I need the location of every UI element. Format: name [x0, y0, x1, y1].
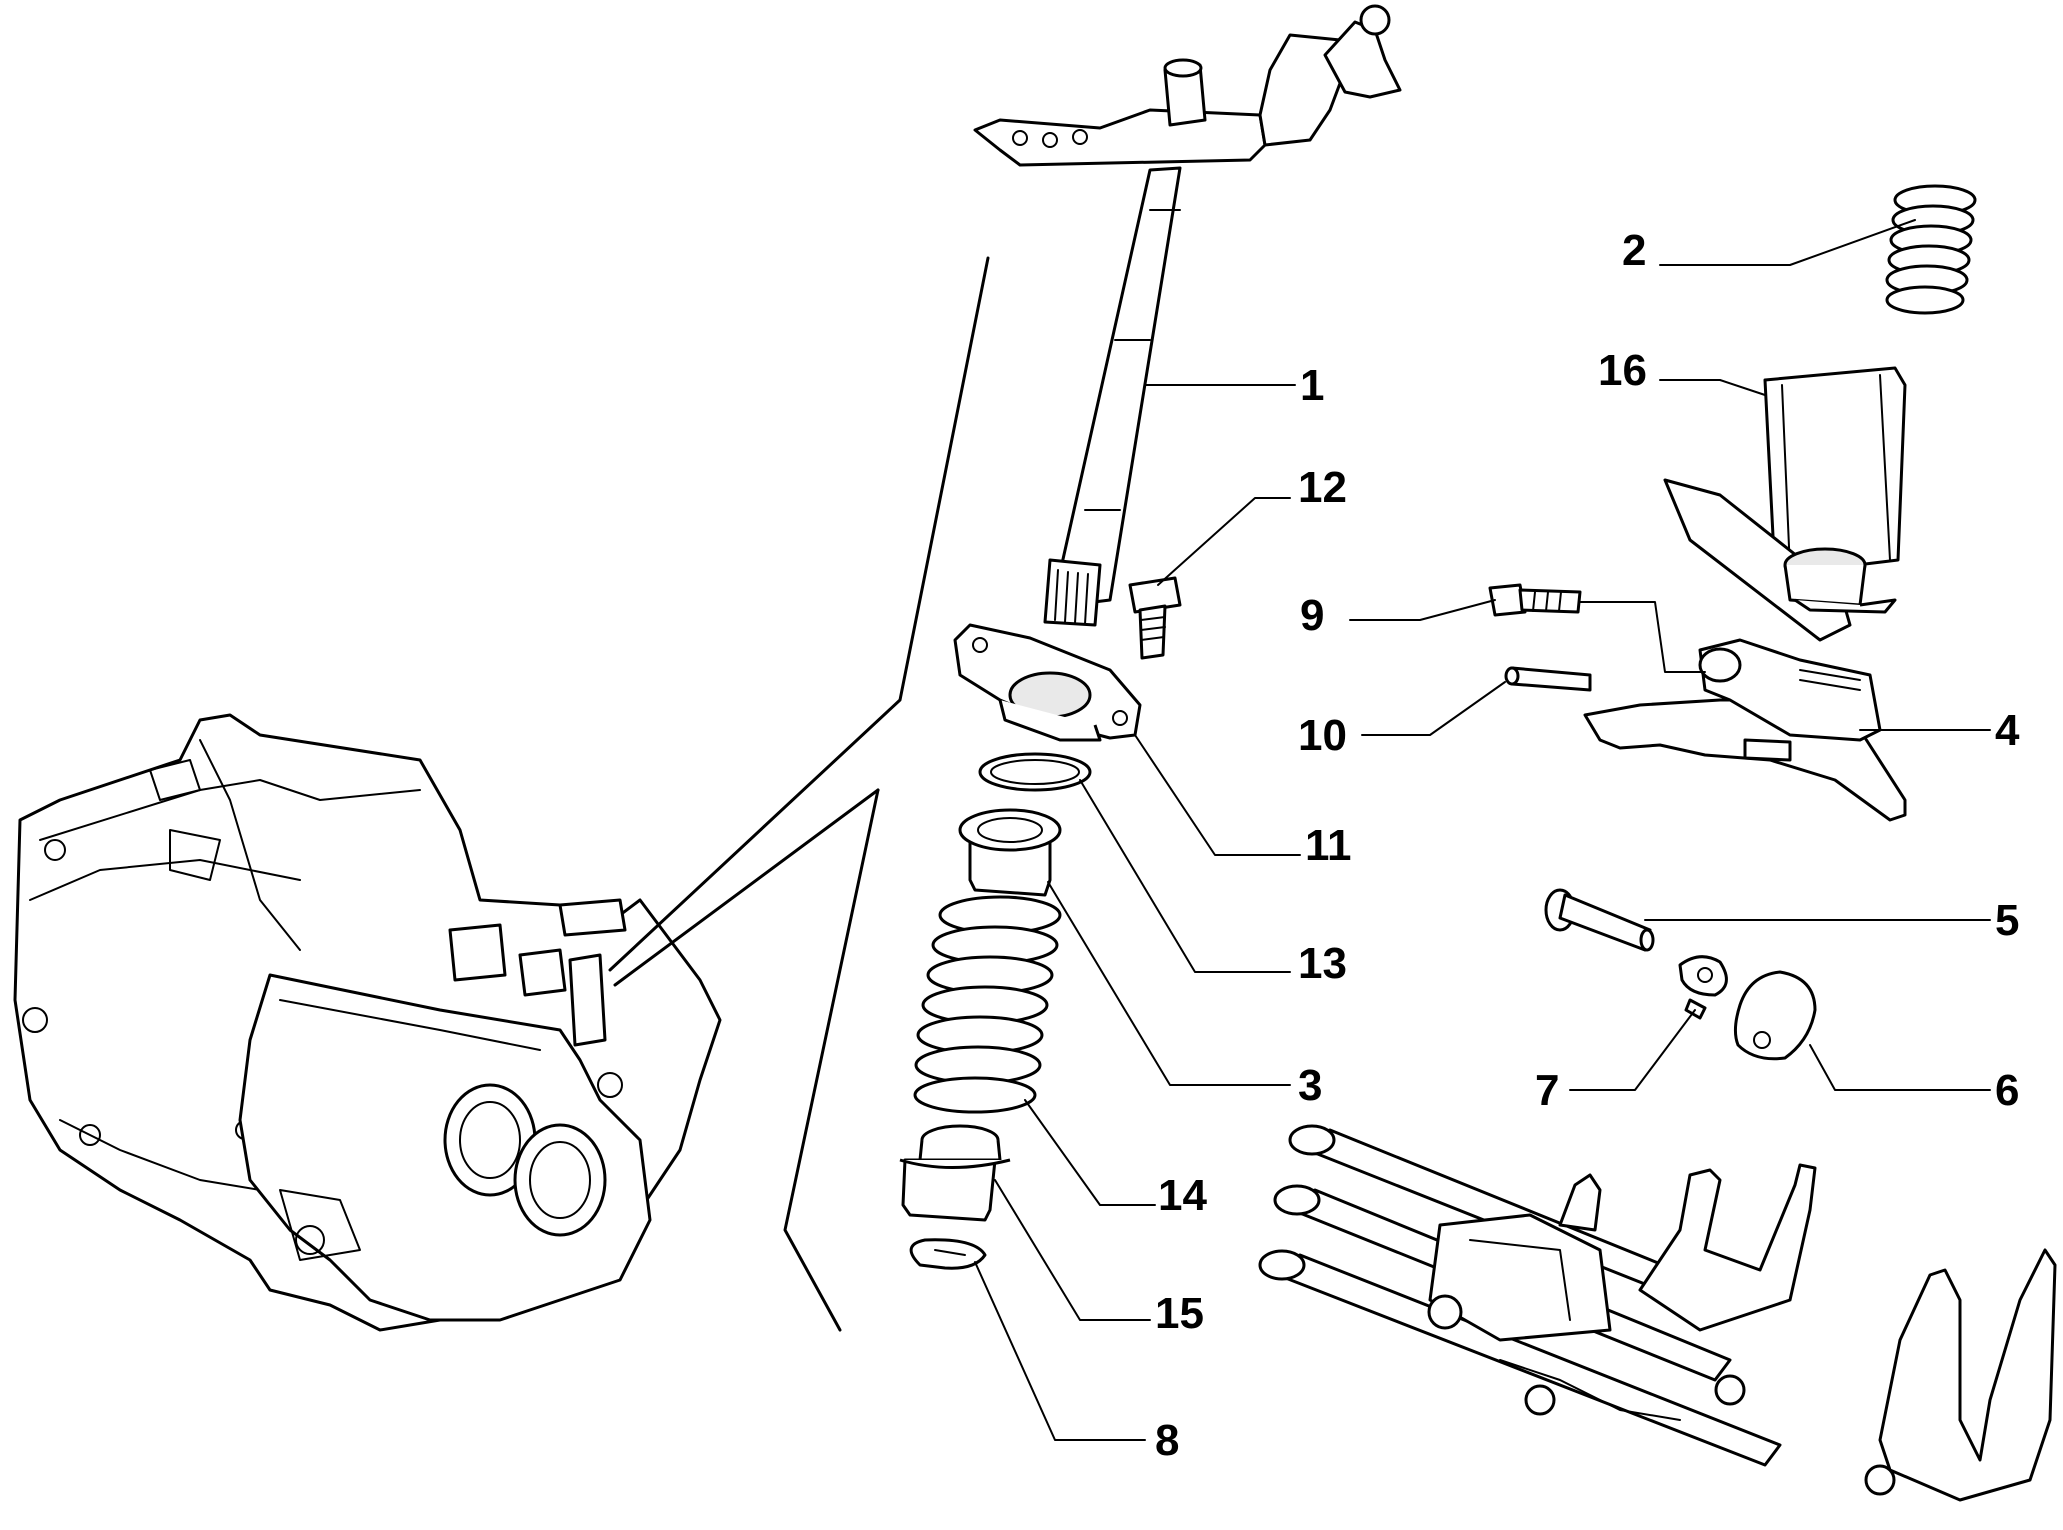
leader-12	[1157, 497, 1291, 586]
part-13-o-ring	[978, 752, 1092, 792]
part-9-bolt	[1488, 583, 1582, 617]
callout-7: 7	[1535, 1066, 1559, 1115]
part-15-sleeve	[899, 1124, 1011, 1222]
leader-11	[1134, 734, 1301, 856]
callout-15: 15	[1155, 1289, 1204, 1338]
leader-9	[1349, 599, 1496, 621]
part-6-cam	[1733, 970, 1817, 1061]
leader-16	[1659, 379, 1766, 396]
part-11-flange-plate	[953, 623, 1142, 742]
part-2-small-spring	[1885, 184, 1977, 315]
callout-6: 6	[1995, 1066, 2019, 1115]
leader-lines	[974, 219, 1991, 1441]
leader-10	[1361, 681, 1506, 736]
leader-3	[1047, 881, 1291, 1086]
leader-7	[1569, 1009, 1696, 1091]
callout-14: 14	[1158, 1171, 1207, 1220]
gearbox-housing	[13, 713, 722, 1332]
part-5-pin	[1544, 888, 1655, 952]
part-3-bushing	[958, 808, 1062, 897]
part-12-bolt	[1128, 576, 1182, 660]
part-7-clip	[1678, 955, 1728, 1020]
callout-2: 2	[1622, 226, 1646, 275]
leader-13	[1079, 779, 1291, 973]
leader-2	[1659, 219, 1916, 266]
callout-labels: 1 2 3 4 5 6 7 8 9 10 11 12 13 14 15 16	[1155, 226, 2020, 1465]
callout-11: 11	[1305, 821, 1352, 870]
part-8-circlip	[909, 1238, 987, 1270]
callout-4: 4	[1995, 706, 2020, 755]
leader-8	[974, 1261, 1146, 1441]
callout-12: 12	[1298, 463, 1347, 512]
leader-9b	[1579, 601, 1706, 673]
part-16-guide-plate	[1663, 366, 1907, 642]
leader-bracket	[608, 256, 990, 1332]
part-4-selector-lever	[1583, 638, 1907, 822]
callout-13: 13	[1298, 939, 1347, 988]
part-1-selector-shaft	[973, 4, 1402, 627]
callout-16: 16	[1598, 346, 1647, 395]
callout-8: 8	[1155, 1416, 1179, 1465]
callout-10: 10	[1298, 711, 1347, 760]
part-14-spring	[913, 895, 1062, 1114]
shift-rails-assembly	[1258, 1124, 2057, 1502]
leader-15	[994, 1179, 1151, 1321]
callout-5: 5	[1995, 896, 2019, 945]
callout-9: 9	[1300, 591, 1324, 640]
leader-6	[1809, 1044, 1991, 1091]
callout-3: 3	[1298, 1061, 1322, 1110]
leader-14	[1024, 1099, 1156, 1206]
part-10-pin	[1504, 666, 1592, 692]
callout-1: 1	[1300, 361, 1324, 410]
